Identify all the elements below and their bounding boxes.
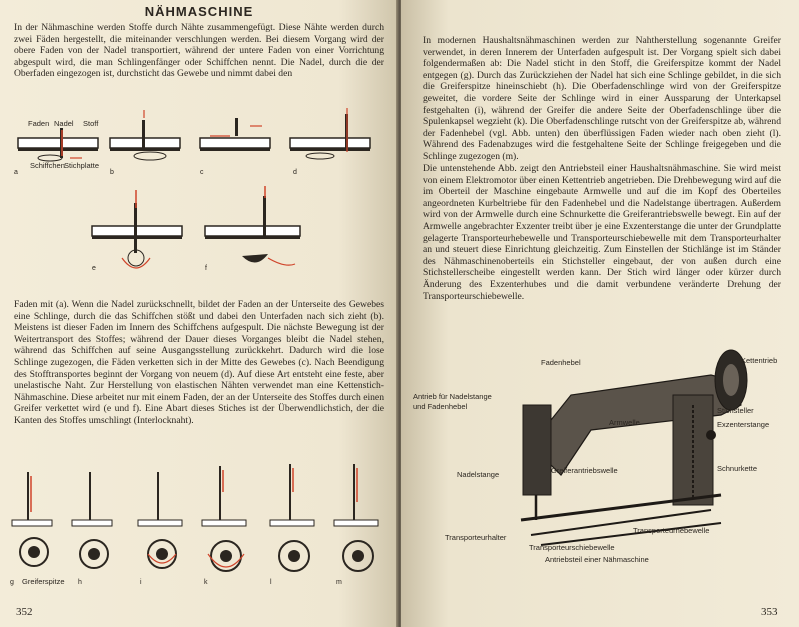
panel-i (137, 472, 183, 569)
label-stichplatte: Stichplatte (64, 161, 99, 170)
panel-letter-d: d (293, 169, 297, 176)
label-transporteurhalter: Transporteurhalter (445, 533, 507, 542)
label-kettentrieb: Kettentrieb (741, 356, 777, 365)
panel-b (109, 110, 181, 161)
panel-letter-g: g (10, 579, 14, 586)
right-page: In modernen Haushaltsnähmaschinen werden… (401, 0, 799, 627)
panel-h (71, 472, 113, 569)
panel-d (289, 108, 371, 160)
label-antrieb-line2: und Fadenhebel (413, 402, 468, 411)
label-transporteurschiebewelle: Transporteurschiebewelle (529, 543, 615, 552)
panel-m (333, 464, 379, 572)
lockstitch-figure: Faden Nadel Stoff Schiffchen Stichplatte (14, 108, 371, 272)
panel-k (201, 466, 247, 572)
panel-letter-e: e (92, 265, 96, 272)
label-armwelle: Armwelle (609, 418, 640, 427)
label-nadelstange: Nadelstange (457, 470, 499, 479)
rotary-hook-figure: g h i k l m Greiferspitze (10, 464, 379, 586)
label-greiferspitze: Greiferspitze (22, 577, 65, 586)
label-stichsteller: Stichsteller (717, 406, 754, 415)
panel-letter-m: m (336, 579, 342, 586)
panel-letter-k: k (204, 579, 208, 586)
machine-figure: Fadenhebel Kettentrieb Antrieb für Nadel… (413, 349, 777, 564)
panel-letter-i: i (140, 579, 142, 586)
label-stoff: Stoff (83, 119, 99, 128)
panel-letter-l: l (270, 579, 272, 586)
panel-letter-a: a (14, 169, 18, 176)
right-paragraph-1: In modernen Haushaltsnähmaschinen werden… (423, 35, 781, 162)
panel-e (91, 190, 183, 269)
label-faden: Faden (28, 119, 49, 128)
page-number-right: 353 (761, 606, 778, 618)
label-nadel: Nadel (54, 119, 74, 128)
panel-f (204, 186, 301, 266)
panel-letter-c: c (200, 169, 204, 176)
left-page: NÄHMASCHINE In der Nähmaschine werden St… (0, 0, 398, 627)
intro-paragraph: In der Nähmaschine werden Stoffe durch N… (14, 22, 384, 80)
panel-g (11, 472, 53, 567)
label-schiffchen: Schiffchen (30, 161, 65, 170)
panel-letter-f: f (205, 265, 207, 272)
panel-l (269, 464, 315, 572)
label-antrieb-line1: Antrieb für Nadelstange (413, 392, 492, 401)
label-greiferantriebswelle: Greiferantriebswelle (551, 466, 618, 475)
body-paragraph: Faden mit (a). Wenn die Nadel zurückschn… (14, 299, 384, 426)
panel-letter-h: h (78, 579, 82, 586)
label-schnurkette: Schnurkette (717, 464, 757, 473)
panel-c (199, 118, 271, 151)
book-gutter (396, 0, 403, 627)
label-fadenhebel: Fadenhebel (541, 358, 581, 367)
label-transporteurhebewelle: Transporteurhebewelle (633, 526, 709, 535)
panel-a (17, 128, 99, 162)
label-exzenterstange: Exzenterstange (717, 420, 769, 429)
page-number-left: 352 (16, 606, 33, 618)
figure-caption: Antriebsteil einer Nähmaschine (545, 555, 649, 564)
panel-letter-b: b (110, 169, 114, 176)
right-paragraph-2: Die untenstehende Abb. zeigt den Antrieb… (423, 163, 781, 302)
page-title: NÄHMASCHINE (144, 4, 254, 19)
